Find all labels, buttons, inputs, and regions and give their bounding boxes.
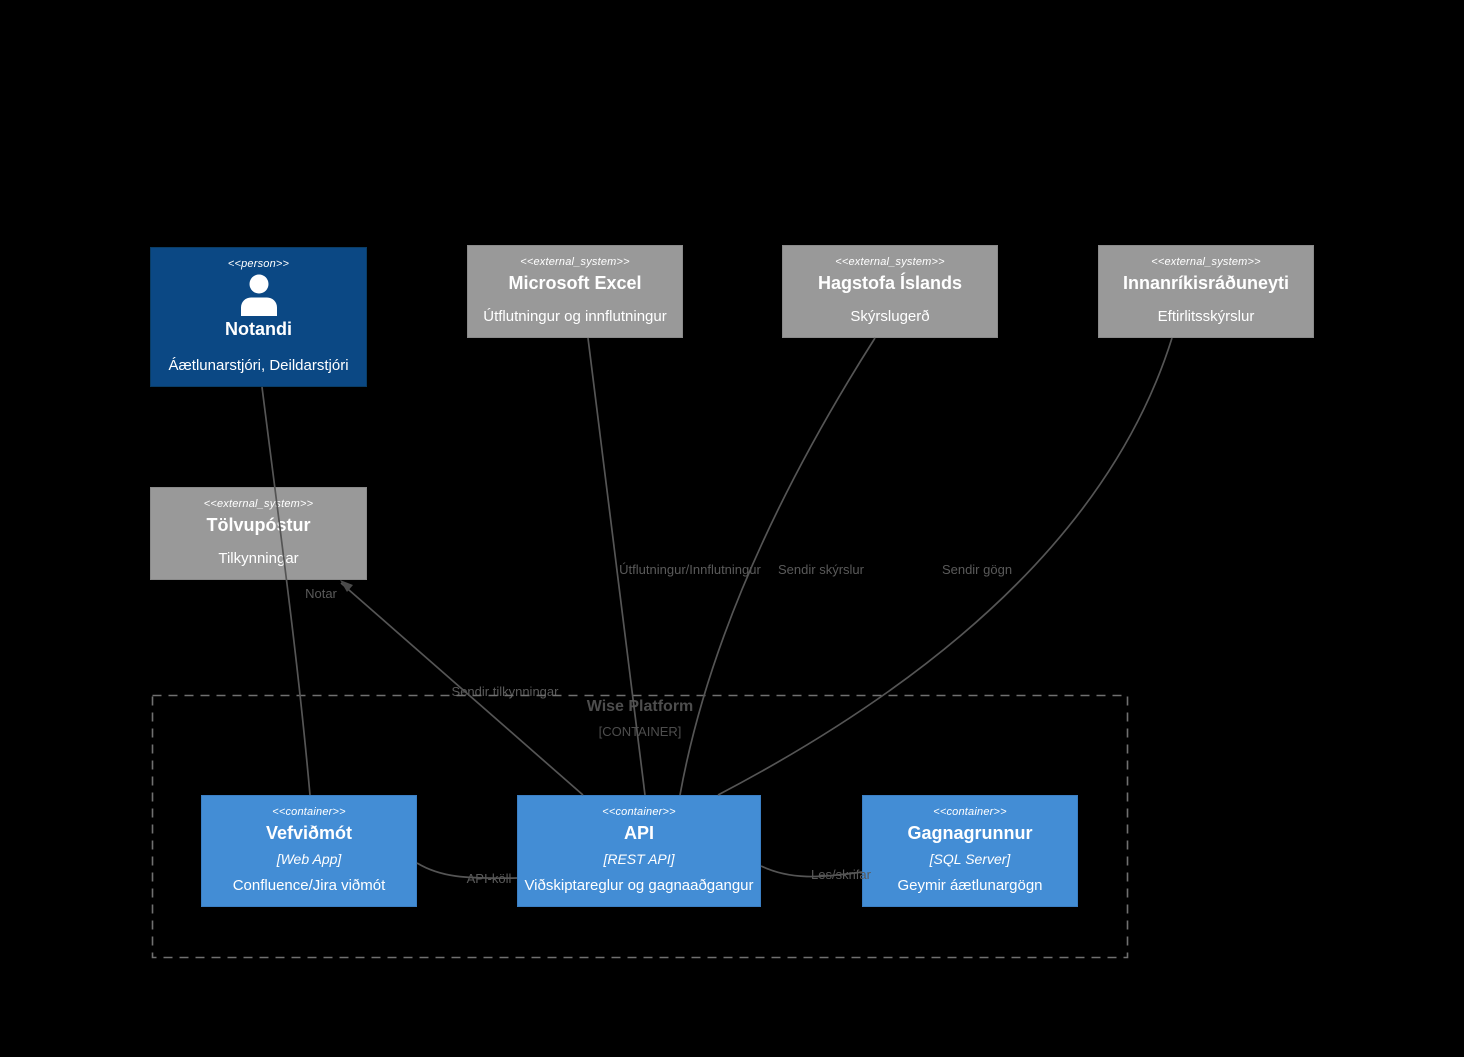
- node-description: Geymir áætlunargögn: [897, 877, 1043, 894]
- node-title: Innanríkisráðuneyti: [1122, 273, 1290, 293]
- stereotype-label: <<container>>: [933, 806, 1007, 818]
- node-title: Gagnagrunnur: [907, 823, 1033, 843]
- stereotype-label: <<external_system>>: [203, 498, 314, 510]
- stereotype-label: <<container>>: [602, 806, 676, 818]
- stereotype-label: <<person>>: [227, 258, 290, 270]
- node-description: Eftirlitsskýrslur: [1157, 308, 1255, 325]
- edge-label-utflutningur-innflutningur: Útflutningur/Innflutningur: [619, 562, 761, 577]
- node-excel: <<external_system>> Microsoft Excel Útfl…: [467, 245, 683, 338]
- node-title: Hagstofa Íslands: [817, 273, 963, 293]
- edge-label-api-koll: API-köll: [466, 871, 512, 886]
- edge-label-sendir-skyrslur: Sendir skýrslur: [778, 562, 864, 577]
- node-title: API: [623, 823, 654, 843]
- node-tolvupostur: <<external_system>> Tölvupóstur Tilkynni…: [150, 487, 367, 580]
- node-innanrikis: <<external_system>> Innanríkisráðuneyti …: [1098, 245, 1314, 338]
- stereotype-label: <<container>>: [272, 806, 346, 818]
- stereotype-label: <<external_system>>: [520, 256, 630, 268]
- node-title: Vefviðmót: [265, 823, 353, 843]
- node-description: Skýrslugerð: [850, 308, 930, 325]
- node-vefvidmot: <<container>> Vefviðmót [Web App] Conflu…: [201, 795, 417, 907]
- stereotype-label: <<external_system>>: [1151, 256, 1261, 268]
- node-technology: [Web App]: [276, 850, 342, 867]
- edge-notar-line: [261, 386, 311, 796]
- edge-label-les-skrifar: Les/skrifar: [811, 867, 871, 882]
- edge-label-notar: Notar: [305, 586, 337, 601]
- node-title: Tölvupóstur: [206, 515, 311, 535]
- node-title: Notandi: [225, 319, 292, 339]
- node-technology: [REST API]: [603, 850, 675, 867]
- stereotype-label: <<external_system>>: [835, 256, 945, 268]
- node-api: <<container>> API [REST API] Viðskiptare…: [517, 795, 761, 907]
- node-gagnagrunnur: <<container>> Gagnagrunnur [SQL Server] …: [862, 795, 1078, 907]
- node-notandi: <<person>> Notandi Áætlunarstjóri, Deild…: [150, 247, 367, 387]
- boundary-subtitle: [CONTAINER]: [598, 724, 682, 739]
- node-description: Tilkynningar: [218, 550, 299, 567]
- node-hagstofa: <<external_system>> Hagstofa Íslands Ský…: [782, 245, 998, 338]
- node-title: Microsoft Excel: [508, 273, 642, 293]
- node-technology: [SQL Server]: [929, 850, 1011, 867]
- edge-label-sendir-gogn: Sendir gögn: [941, 562, 1013, 577]
- node-description: Útflutningur og innflutningur: [483, 308, 667, 325]
- edge-label-sendir-tilkynningar: Sendir tilkynningar: [451, 684, 559, 699]
- person-icon: [240, 274, 277, 316]
- node-description: Viðskiptareglur og gagnaaðgangur: [524, 877, 754, 894]
- node-description: Confluence/Jira viðmót: [232, 877, 386, 894]
- node-description: Áætlunarstjóri, Deildarstjóri: [168, 357, 349, 374]
- boundary-title: Wise Platform: [586, 698, 694, 715]
- arrowhead-sendir-tilkynningar: [340, 580, 353, 592]
